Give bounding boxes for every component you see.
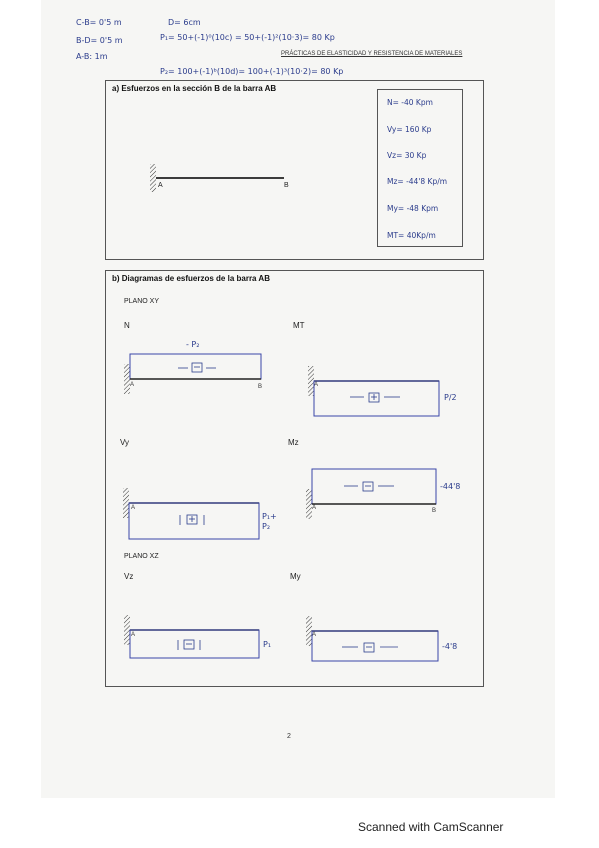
n-label-b: B: [258, 384, 263, 390]
section-b-box: [105, 270, 484, 687]
result-my: My= -48 Kpm: [387, 204, 439, 213]
handwritten-bd: B-D= 0'5 m: [76, 36, 123, 45]
handwritten-cb: C-B= 0'5 m: [76, 18, 122, 27]
scanned-paper: [41, 0, 555, 798]
mt-label-a: A: [314, 382, 319, 388]
result-mz: Mz= -44'8 Kp/m: [387, 177, 448, 186]
vy-label-a: A: [131, 505, 136, 511]
vz-value: P₁: [263, 640, 272, 649]
section-a-wall: [150, 164, 156, 192]
results-box: N= -40 Kpm Vy= 160 Kp Vz= 30 Kp Mz= -44'…: [377, 89, 463, 247]
vy-value-2: P₂: [262, 522, 271, 531]
mt-diagram-area: [313, 380, 440, 417]
mt-value: P/2: [444, 393, 457, 402]
my-label-a: A: [312, 632, 317, 638]
mz-wall: [306, 489, 312, 519]
handwritten-d: D= 6cm: [168, 18, 201, 27]
mz-sign-icon: [344, 481, 394, 492]
result-n: N= -40 Kpm: [387, 98, 433, 107]
mt-label: MT: [293, 321, 305, 330]
n-wall: [124, 364, 130, 394]
result-vy: Vy= 160 Kp: [387, 125, 432, 134]
vz-label-a: A: [131, 632, 136, 638]
mz-label-b: B: [432, 508, 437, 514]
section-a-title: a) Esfuerzos en la sección B de la barra…: [112, 84, 277, 93]
mz-label-a: A: [312, 505, 317, 511]
my-sign-icon: [342, 642, 398, 653]
my-diagram-area: [311, 630, 439, 662]
n-value: - P₂: [186, 340, 200, 349]
vy-label: Vy: [120, 438, 130, 447]
my-value: -4'8: [442, 642, 458, 651]
mt-sign-icon: [350, 392, 400, 403]
vy-sign-icon: [179, 514, 205, 525]
handwritten-p2: P₂= 100+(-1)ᵇ(10d)= 100+(-1)³(10·2)= 80 …: [160, 67, 344, 76]
handwritten-p1: P₁= 50+(-1)⁰(10c) = 50+(-1)²(10·3)= 80 K…: [160, 33, 335, 42]
my-label: My: [290, 572, 301, 581]
vz-sign-icon: [177, 639, 201, 650]
n-sign-icon: [178, 362, 216, 373]
vz-label: Vz: [124, 572, 134, 581]
plane-xy-label: PLANO XY: [124, 298, 160, 305]
mz-diagram-area: [311, 468, 437, 505]
plane-xz-label: PLANO XZ: [124, 553, 159, 560]
section-a-label-b: B: [284, 182, 289, 189]
camscanner-watermark: Scanned with CamScanner: [358, 820, 504, 834]
mz-value: -44'8: [440, 482, 461, 491]
handwritten-ab: A-B: 1m: [76, 52, 108, 61]
vz-wall: [124, 615, 130, 645]
mt-wall: [308, 366, 314, 396]
section-a-box: [105, 80, 484, 260]
vy-diagram-area: [128, 502, 260, 540]
vy-wall: [123, 488, 129, 518]
course-header: PRÁCTICAS DE ELASTICIDAD Y RESISTENCIA D…: [281, 51, 463, 57]
n-label: N: [124, 321, 130, 330]
vy-value-1: P₁+: [262, 512, 277, 521]
my-wall: [306, 616, 312, 646]
section-b-title: b) Diagramas de esfuerzos de la barra AB: [112, 274, 270, 283]
result-mt: MT= 40Kp/m: [387, 231, 436, 240]
vz-diagram-area: [129, 629, 260, 659]
mz-label: Mz: [288, 438, 299, 447]
section-a-label-a: A: [158, 182, 163, 189]
n-label-a: A: [130, 382, 135, 388]
result-vz: Vz= 30 Kp: [387, 151, 427, 160]
page-number: 2: [287, 733, 291, 740]
n-diagram-area: [129, 353, 262, 380]
